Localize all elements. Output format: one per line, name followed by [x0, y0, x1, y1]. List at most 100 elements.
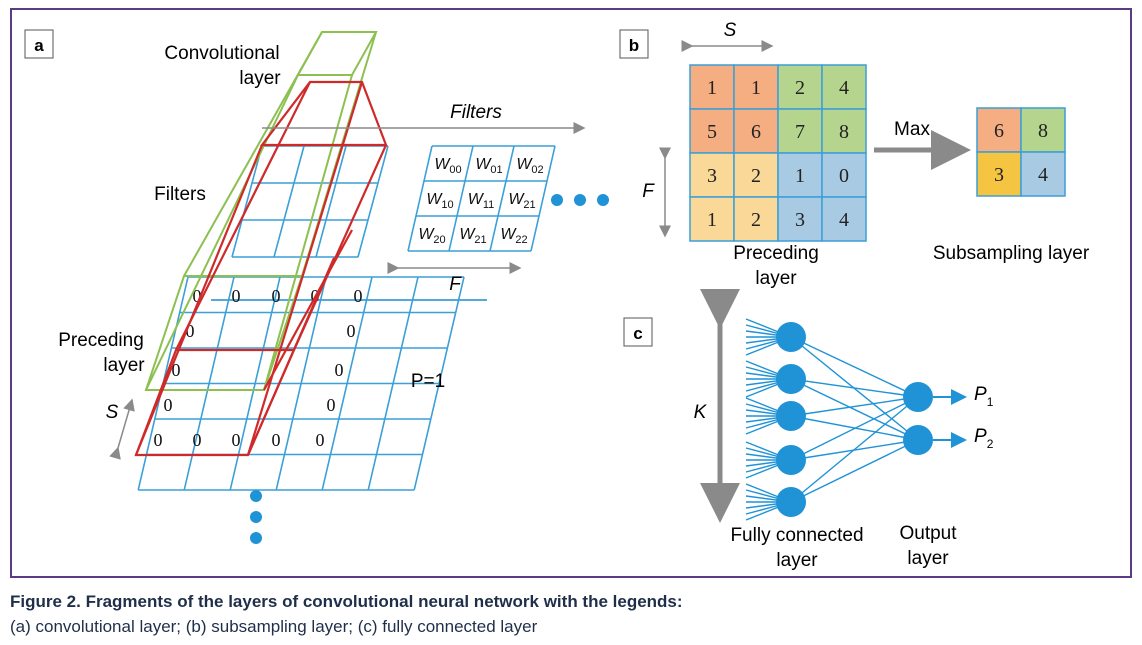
- caption-subtitle: (a) convolutional layer; (b) subsampling…: [10, 617, 538, 636]
- grid-line: [489, 145, 515, 252]
- connection: [790, 396, 919, 503]
- dot-a-4: [250, 490, 262, 502]
- dot-a-2: [574, 194, 586, 206]
- fully-connected-network: [745, 318, 967, 521]
- grid-line: [231, 145, 263, 258]
- pool-cell-value: 1: [707, 77, 717, 99]
- pool-cell-value: 7: [795, 121, 805, 143]
- padding-label: P=1: [411, 371, 445, 392]
- padding-zero: 0: [272, 286, 281, 306]
- conv-layer-label-2: layer: [239, 68, 281, 89]
- pool-cell-value: 8: [839, 121, 849, 143]
- filter-size-label-b: F: [642, 181, 655, 202]
- connection: [790, 378, 919, 398]
- pool-cell: [733, 196, 779, 242]
- preceding-layer-b-label-2: layer: [755, 268, 797, 289]
- connection: [790, 439, 919, 503]
- panel-b-tag-box: [619, 29, 649, 59]
- pool-cell-value: 6: [751, 121, 761, 143]
- preceding-layer-b-label-1: Preceding: [733, 243, 819, 264]
- pool-cell-value: 2: [751, 209, 761, 231]
- filters-label: Filters: [154, 184, 206, 205]
- connection: [790, 396, 919, 461]
- panel-c-tag: c: [633, 324, 642, 343]
- pool-cell: [733, 64, 779, 110]
- pool-cell-value: 3: [707, 165, 717, 187]
- stride-arrow-a: [109, 398, 135, 460]
- panel-c-tag-box: [623, 317, 653, 347]
- grid-line: [273, 145, 305, 258]
- connection: [790, 396, 919, 417]
- grid-line: [407, 145, 433, 252]
- grid-line: [413, 276, 465, 491]
- padding-zero: 0: [347, 321, 356, 341]
- panel-a-tag-box: [24, 29, 54, 59]
- padding-zero: 0: [164, 395, 173, 415]
- pool-cell: [821, 108, 867, 154]
- padding-zero: 0: [172, 360, 181, 380]
- padding-zero: 0: [193, 430, 202, 450]
- panel-c: c K P1 P2 Fully connected layer Output l…: [623, 289, 994, 571]
- pool-cell-value: 1: [795, 165, 805, 187]
- pooled-cell-value: 6: [994, 120, 1004, 142]
- grid-line: [357, 145, 389, 258]
- red-receptive-field: [134, 80, 388, 457]
- weight-cell: W20: [418, 226, 445, 246]
- weight-cell: W01: [475, 156, 502, 176]
- pool-cell: [689, 108, 735, 154]
- dot-a-5: [250, 511, 262, 523]
- fc-node: [776, 401, 806, 431]
- fc-layer-label-1: Fully connected: [730, 525, 863, 546]
- weight-cell: W10: [426, 191, 453, 211]
- grid-line: [315, 145, 347, 258]
- weight-cell: W21: [508, 191, 535, 211]
- weight-cell: W02: [516, 156, 543, 176]
- pooled-cell-value: 3: [994, 164, 1004, 186]
- k-label: K: [694, 402, 708, 423]
- pooling-output-grid: 6 8 3 4: [976, 107, 1066, 197]
- preceding-layer-label-1: Preceding: [58, 330, 144, 351]
- output-node: [903, 382, 933, 412]
- pooled-cell-value: 8: [1038, 120, 1048, 142]
- padding-zero: 0: [186, 321, 195, 341]
- padding-zero: 0: [316, 430, 325, 450]
- pool-cell-value: 1: [707, 209, 717, 231]
- filters-arrow-label: Filters: [450, 102, 502, 123]
- panel-a-tag: a: [34, 36, 44, 55]
- pool-cell-value: 4: [839, 77, 849, 99]
- padding-zero: 0: [193, 286, 202, 306]
- grid-line: [275, 276, 327, 491]
- grid-line: [367, 276, 419, 491]
- grid-line: [448, 145, 474, 252]
- subsampling-layer-label: Subsampling layer: [933, 243, 1090, 264]
- dot-a-6: [250, 532, 262, 544]
- max-label: Max: [894, 119, 930, 140]
- padding-zero: 0: [232, 430, 241, 450]
- preceding-layer-label-2: layer: [103, 355, 145, 376]
- fc-node: [776, 445, 806, 475]
- dot-a-3: [597, 194, 609, 206]
- fc-node: [776, 364, 806, 394]
- grid-line: [321, 276, 373, 491]
- padding-zero: 0: [335, 360, 344, 380]
- weight-cell: W21: [459, 226, 486, 246]
- pool-cell-value: 2: [795, 77, 805, 99]
- pool-cell: [777, 64, 823, 110]
- fc-node: [776, 322, 806, 352]
- output-layer-label-2: layer: [907, 548, 949, 569]
- pooled-cell: [1020, 151, 1066, 197]
- pool-cell: [821, 196, 867, 242]
- padding-zero: 0: [327, 395, 336, 415]
- pool-cell-value: 4: [839, 209, 849, 231]
- pooled-cell-value: 4: [1038, 164, 1048, 186]
- pool-cell: [689, 152, 735, 198]
- weight-cell: W11: [468, 191, 495, 211]
- pool-cell: [821, 152, 867, 198]
- p1-label: P1: [974, 384, 994, 409]
- fc-node: [776, 487, 806, 517]
- connection: [790, 336, 919, 398]
